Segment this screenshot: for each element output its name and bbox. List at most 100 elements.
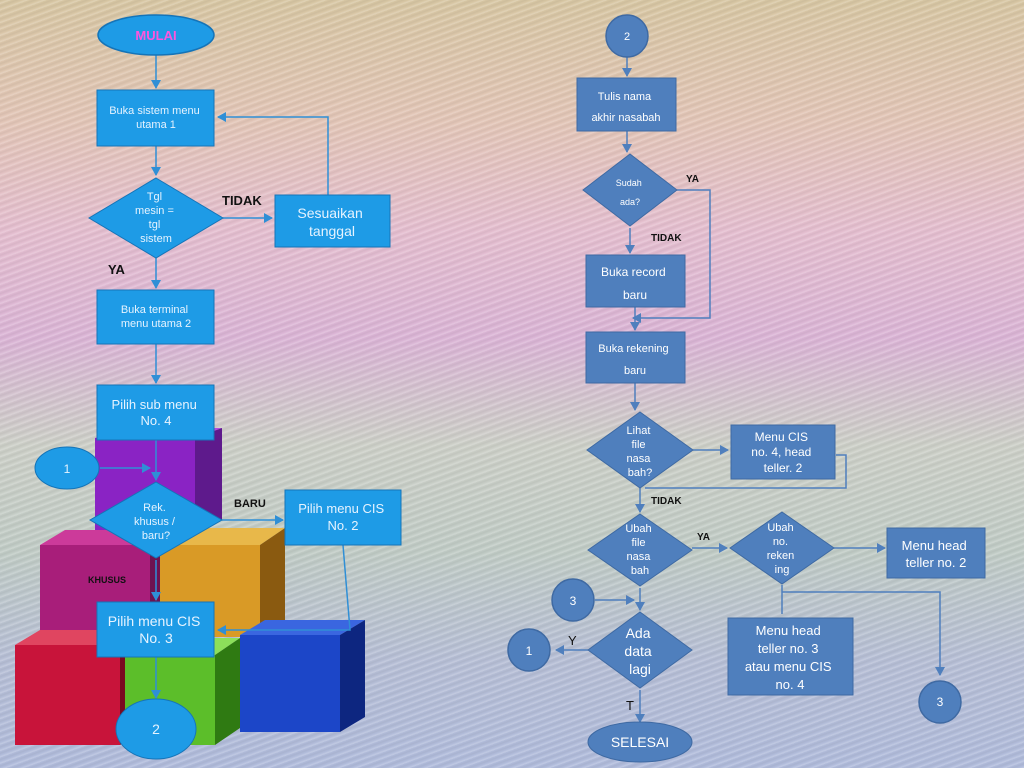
exists-no-label: TIDAK xyxy=(651,233,682,244)
left-decision1: Tgl mesin = tgl sistem xyxy=(88,177,224,259)
cis2-line2: No. 2 xyxy=(327,518,358,533)
step1-line2: utama 1 xyxy=(136,119,176,131)
view-file-line2: file xyxy=(631,439,645,451)
svg-text:Pilih menu CIS No. 2: Pilih menu CIS No. 2 xyxy=(298,501,388,533)
step2-line2: menu utama 2 xyxy=(121,318,191,330)
new-record-line1: Buka record xyxy=(601,265,666,279)
svg-text:Menu head teller no. 3: Menu head teller no. 3 atau menu CIS no.… xyxy=(745,623,835,692)
change-file-line1: Ubah xyxy=(625,523,651,535)
change-account-decision: Ubah no. reken ing xyxy=(729,511,835,585)
svg-text:Buka record baru: Buka record baru xyxy=(601,265,669,302)
svg-text:Tulis nama akhir nasabah: Tulis nama akhir nasabah xyxy=(591,91,660,124)
svg-text:Menu CIS no. 4, head: Menu CIS no. 4, head teller. 2 xyxy=(751,430,814,475)
r-connector1-label: 1 xyxy=(526,644,533,658)
change-no-line2: no. xyxy=(773,536,788,548)
view-file-no-label: TIDAK xyxy=(651,496,682,507)
view-file-line3: nasa xyxy=(627,453,652,465)
head-teller3-line1: Menu head xyxy=(756,623,821,638)
svg-text:Ubah file nasa: Ubah file nasa bah xyxy=(625,523,654,577)
decision1-yes-label: YA xyxy=(108,262,125,277)
open-account-line1: Buka rekening xyxy=(598,343,668,355)
decision2-special-label: KHUSUS xyxy=(88,575,126,585)
connector3b-label: 3 xyxy=(937,695,944,709)
decision2-line2: khusus / xyxy=(134,516,176,528)
open-account-line2: baru xyxy=(624,365,646,377)
step3-line2: No. 4 xyxy=(140,413,171,428)
right-connector-2: 2 xyxy=(605,14,649,58)
svg-text:Ada data lagi: Ada data lagi xyxy=(624,625,655,677)
head-teller2-line1: Menu head xyxy=(902,538,967,553)
svg-text:Buka sistem menu utama 1: Buka sistem menu utama 1 xyxy=(109,105,203,131)
head-teller3-line2: teller no. 3 xyxy=(758,641,819,656)
head-teller3-line4: no. 4 xyxy=(776,677,805,692)
cis4-line3: teller. 2 xyxy=(764,461,803,475)
more-yes-label: Y xyxy=(568,633,577,648)
step2-line1: Buka terminal xyxy=(121,304,188,316)
connector1-label: 1 xyxy=(64,462,71,476)
more-data-line1: Ada xyxy=(626,625,651,641)
new-record-box: Buka record baru xyxy=(585,254,686,308)
head-teller3-line3: atau menu CIS xyxy=(745,659,832,674)
r-connector2-label: 2 xyxy=(624,31,630,43)
cis4-line1: Menu CIS xyxy=(755,430,808,444)
svg-text:Lihat file nasa: Lihat file nasa bah? xyxy=(627,425,654,479)
change-file-line4: bah xyxy=(631,565,649,577)
left-step3-box: Pilih sub menu No. 4 xyxy=(96,384,215,441)
view-file-line4: bah? xyxy=(628,467,652,479)
left-connector-1: 1 xyxy=(34,446,100,490)
end-label: SELESAI xyxy=(611,734,669,750)
step3-line1: Pilih sub menu xyxy=(112,397,197,412)
svg-text:Sudah ada?: Sudah ada? xyxy=(616,178,645,207)
svg-text:Pilih menu CIS No. 3: Pilih menu CIS No. 3 xyxy=(108,613,204,646)
change-file-line3: nasa xyxy=(627,551,652,563)
cis3-line2: No. 3 xyxy=(139,630,173,646)
menu-cis3-box: Pilih menu CIS No. 3 xyxy=(96,601,215,658)
right-connector-3b: 3 xyxy=(918,680,962,724)
head-teller2-box: Menu head teller no. 2 xyxy=(886,527,986,579)
start-label: MULAI xyxy=(135,28,176,43)
menu-cis4-box: Menu CIS no. 4, head teller. 2 xyxy=(730,424,836,480)
view-file-decision: Lihat file nasa bah? xyxy=(586,411,694,489)
change-no-line3: reken xyxy=(767,550,795,562)
decision1-line1: Tgl xyxy=(147,191,162,203)
exists-yes-label: YA xyxy=(686,174,699,185)
right-connector-3a: 3 xyxy=(551,578,595,622)
adjust-date-box: Sesuaikan tanggal xyxy=(274,194,391,248)
end-terminator: SELESAI xyxy=(587,721,693,763)
cis4-line2: no. 4, head xyxy=(751,445,811,459)
svg-text:Sesuaikan tanggal: Sesuaikan tanggal xyxy=(297,205,366,239)
svg-text:Tgl mesin = tgl: Tgl mesin = tgl sistem xyxy=(135,191,177,245)
blue-cube xyxy=(240,620,365,732)
more-no-label: T xyxy=(626,698,634,713)
left-step2-box: Buka terminal menu utama 2 xyxy=(96,289,215,345)
head-teller3-box: Menu head teller no. 3 atau menu CIS no.… xyxy=(727,617,854,696)
head-teller2-line2: teller no. 2 xyxy=(906,555,967,570)
change-file-yes-label: YA xyxy=(697,532,710,543)
svg-text:Pilih sub menu No. 4: Pilih sub menu No. 4 xyxy=(112,397,201,428)
menu-cis2-box: Pilih menu CIS No. 2 xyxy=(284,489,402,546)
view-file-line1: Lihat xyxy=(627,425,651,437)
more-data-decision: Ada data lagi xyxy=(587,611,693,689)
left-connector-2: 2 xyxy=(115,698,197,760)
decision2-new-label: BARU xyxy=(234,498,266,510)
left-step1-box: Buka sistem menu utama 1 xyxy=(96,89,215,147)
adjust-line1: Sesuaikan xyxy=(297,205,362,221)
svg-text:Menu head teller no. 2: Menu head teller no. 2 xyxy=(902,538,971,570)
left-connectors xyxy=(100,55,351,699)
change-no-line4: ing xyxy=(775,564,790,576)
right-connectors xyxy=(555,56,945,723)
svg-text:Buka terminal menu utama: Buka terminal menu utama 2 xyxy=(121,304,191,330)
cis3-line1: Pilih menu CIS xyxy=(108,613,201,629)
decision2-line1: Rek. xyxy=(143,502,166,514)
more-data-line2: data xyxy=(624,643,651,659)
adjust-line2: tanggal xyxy=(309,223,355,239)
exists-line1: Sudah xyxy=(616,178,642,188)
right-connector-1: 1 xyxy=(507,628,551,672)
decision1-line4: sistem xyxy=(140,233,172,245)
connector3a-label: 3 xyxy=(570,594,577,608)
new-record-line2: baru xyxy=(623,288,647,302)
decision1-line3: tgl xyxy=(149,219,161,231)
decision1-no-label: TIDAK xyxy=(222,193,262,208)
change-file-line2: file xyxy=(631,537,645,549)
